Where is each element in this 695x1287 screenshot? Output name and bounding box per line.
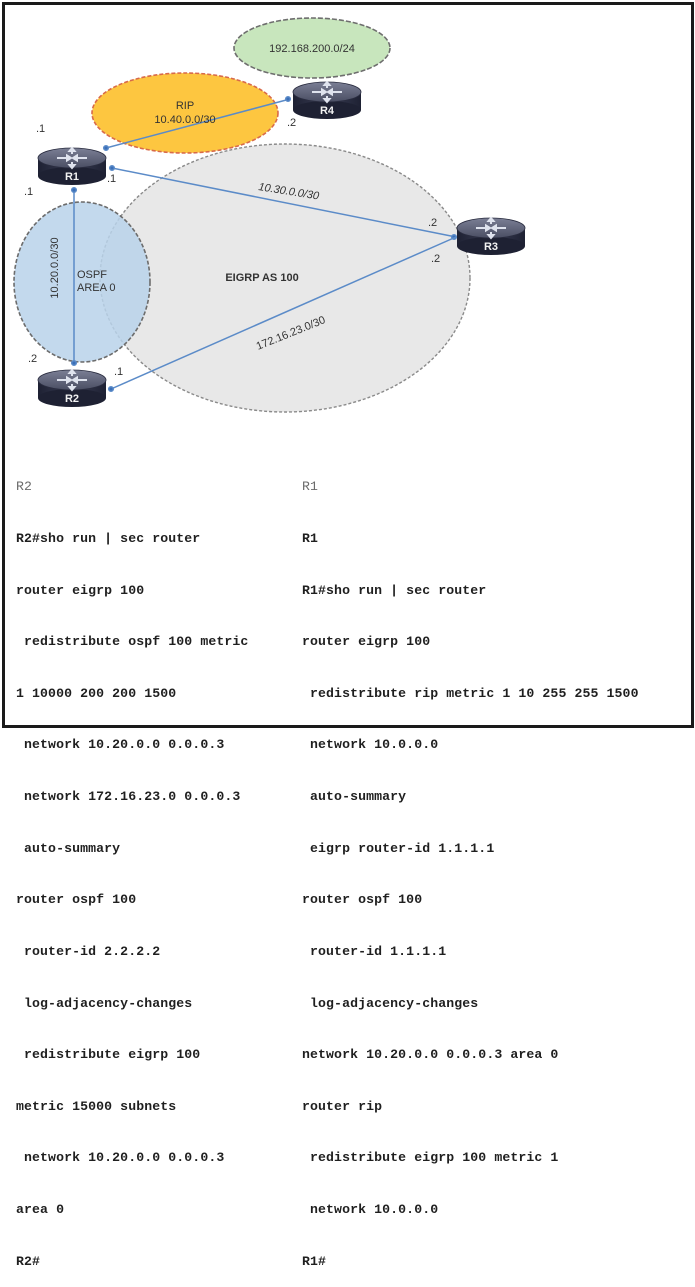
config-line: R2#sho run | sec router: [16, 531, 201, 547]
config-line: router ospf 100: [302, 892, 423, 908]
config-line: network 10.0.0.0: [302, 737, 439, 753]
rip-area: [91, 72, 279, 154]
config-line: eigrp router-id 1.1.1.1: [302, 840, 495, 856]
router-label: R3: [484, 241, 498, 253]
r1-eigrp-ip: .1: [107, 173, 116, 185]
link-endpoint: [107, 385, 115, 393]
ospf-area-label: AREA 0: [77, 282, 116, 294]
config-line: log-adjacency-changes: [16, 995, 193, 1011]
config-line: network 10.20.0.0 0.0.0.3: [16, 737, 225, 753]
r2-ospf-ip: .2: [28, 353, 37, 365]
config-line: router ospf 100: [16, 892, 137, 908]
ospf-label: OSPF: [77, 269, 107, 281]
link-endpoint: [70, 359, 78, 367]
config-line: R1#sho run | sec router: [302, 582, 487, 598]
config-line: metric 15000 subnets: [16, 1098, 177, 1114]
config-line: router-id 2.2.2.2: [16, 943, 161, 959]
config-line: R2#: [16, 1253, 41, 1269]
router-r4[interactable]: R4: [292, 81, 362, 120]
config-line: auto-summary: [16, 840, 121, 856]
config-line: network 10.20.0.0 0.0.0.3: [16, 1150, 225, 1166]
router-label: R2: [65, 393, 79, 405]
config-line: network 10.20.0.0 0.0.0.3 area 0: [302, 1047, 559, 1063]
link-endpoint: [284, 95, 292, 103]
config-line: router eigrp 100: [16, 582, 145, 598]
r3-eigrp-ip-2: .2: [431, 253, 440, 265]
r3-eigrp-ip-1: .2: [428, 217, 437, 229]
eigrp-area: [99, 143, 471, 413]
config-line: auto-summary: [302, 789, 407, 805]
config-line: 1 10000 200 200 1500: [16, 685, 177, 701]
router-label: R1: [65, 171, 79, 183]
ospf-area: [13, 201, 151, 363]
lan-label: 192.168.200.0/24: [269, 43, 355, 55]
config-line: redistribute rip metric 1 10 255 255 150…: [302, 685, 639, 701]
r1-config-output: R1 R1 R1#sho run | sec router router eig…: [302, 444, 639, 1287]
link-r2-r3: [110, 236, 457, 390]
config-line: redistribute eigrp 100: [16, 1047, 201, 1063]
config-line: R1#: [302, 1253, 327, 1269]
config-line: area 0: [16, 1201, 65, 1217]
config-line: router eigrp 100: [302, 634, 431, 650]
r4-rip-ip: .2: [287, 117, 296, 129]
link-endpoint: [102, 144, 110, 152]
config-line: network 10.0.0.0: [302, 1201, 439, 1217]
rip-subnet-label: 10.40.0.0/30: [154, 114, 215, 126]
config-line: router rip: [302, 1098, 383, 1114]
r2-eigrp-ip: .1: [114, 366, 123, 378]
link-endpoint: [70, 186, 78, 194]
config-line: R1: [302, 531, 319, 547]
router-r2[interactable]: R2: [37, 369, 107, 408]
router-r1[interactable]: R1: [37, 147, 107, 186]
eigrp-label: EIGRP AS 100: [225, 272, 298, 284]
link-r1-r2-label: 10.20.0.0/30: [49, 237, 61, 298]
r2-config-output: R2 R2#sho run | sec router router eigrp …: [16, 444, 248, 1287]
r1-ospf-ip: .1: [24, 186, 33, 198]
link-endpoint: [108, 164, 116, 172]
router-r3[interactable]: R3: [456, 217, 526, 256]
rip-label: RIP: [176, 100, 194, 112]
config-line: log-adjacency-changes: [302, 995, 479, 1011]
link-r1-r4: [105, 98, 291, 149]
r1-rip-ip: .1: [36, 123, 45, 135]
lan-area: [233, 17, 391, 79]
config-line: redistribute ospf 100 metric: [16, 634, 249, 650]
config-line: redistribute eigrp 100 metric 1: [302, 1150, 559, 1166]
config-line: network 172.16.23.0 0.0.0.3: [16, 789, 241, 805]
network-topology: R1 R2 R3 R4 192.168.200.0/24 RIP 10.40.0…: [13, 17, 526, 413]
router-label: R4: [320, 105, 335, 117]
link-r1-r3: [111, 167, 457, 238]
config-line: R2: [16, 479, 33, 495]
config-line: router-id 1.1.1.1: [302, 943, 447, 959]
config-line: R1: [302, 479, 319, 495]
